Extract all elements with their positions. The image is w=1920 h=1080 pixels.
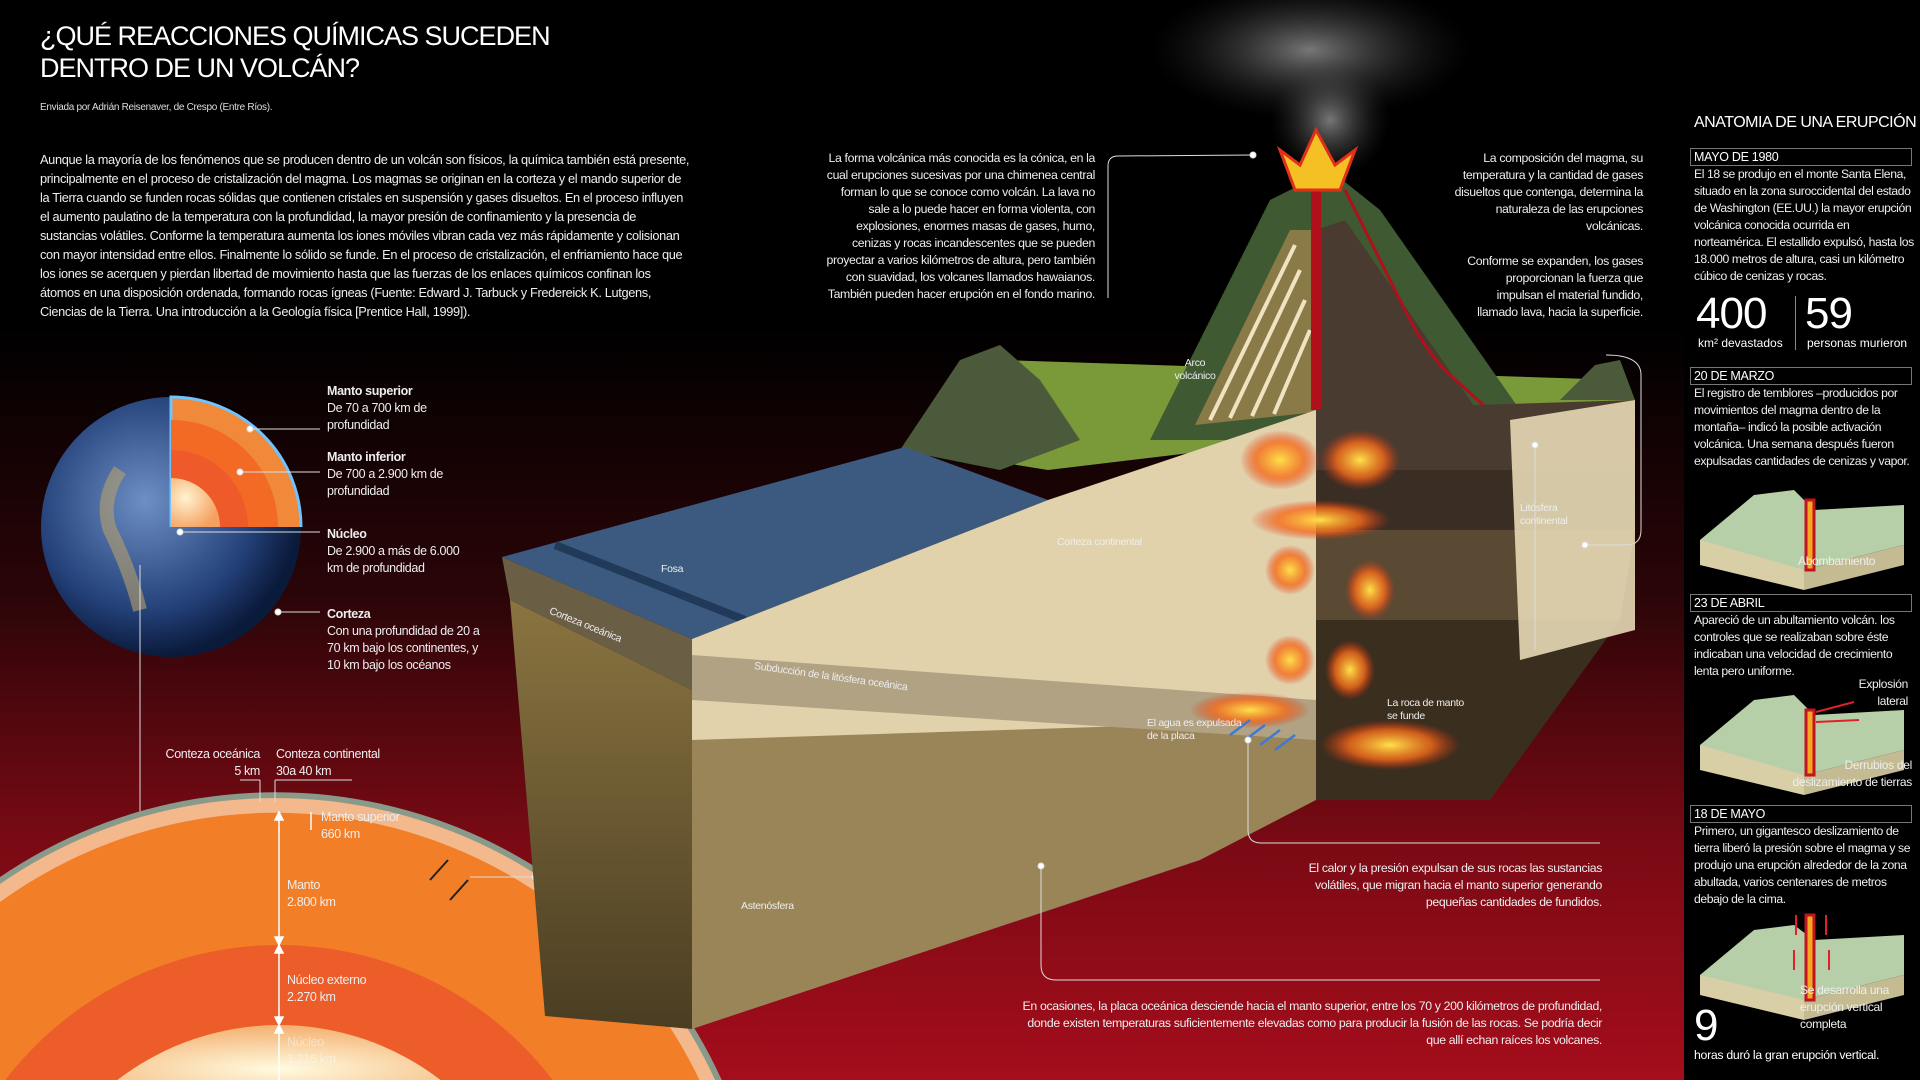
oceanic-crust-face xyxy=(502,557,692,690)
note-composicion: La composición del magma, su temperatura… xyxy=(1454,151,1644,233)
globe-leaders xyxy=(136,425,320,844)
label-astenosfera: Astenósfera xyxy=(741,900,794,912)
caption-abombamiento: Abombamiento xyxy=(1798,554,1876,568)
label-litosfera-continental: Litósfera continental xyxy=(1520,502,1568,527)
title-line-2: DENTRO DE UN VOLCÁN? xyxy=(40,53,360,83)
byline: Enviada por Adrián Reisenaver, de Crespo… xyxy=(40,102,273,113)
event-date-4: 18 DE MAYO xyxy=(1690,805,1912,823)
smoke-plume xyxy=(1270,60,1390,180)
event-date-1: MAYO DE 1980 xyxy=(1690,148,1912,166)
hours-value: 9 xyxy=(1694,1001,1719,1050)
trench xyxy=(553,541,747,624)
label-corteza-continental: Corteza continental xyxy=(1057,536,1142,548)
volcano-strata-lines xyxy=(1208,244,1312,421)
stat-area-value: 400 xyxy=(1696,289,1767,338)
mountain xyxy=(900,345,1080,470)
caption-derrubios: Derrubios del deslizamiento de tierras xyxy=(1792,758,1912,789)
continental-crust-face xyxy=(692,410,1316,740)
asthenosphere-face xyxy=(692,720,1316,1029)
event-text-3: Apareció de un abultamiento volcán. los … xyxy=(1694,613,1895,678)
earth-cross-section xyxy=(0,779,722,1080)
label-roca-funde: La roca de manto se funde xyxy=(1387,697,1464,722)
earth-globe xyxy=(41,395,303,657)
subducting-slab xyxy=(692,655,1316,740)
stage-vertical-eruption-illustration xyxy=(1700,913,1904,1020)
stage-lateral-explosion-illustration xyxy=(1700,695,1904,795)
event-date-3: 23 DE ABRIL xyxy=(1690,594,1912,612)
ocean-surface xyxy=(502,447,1048,639)
side-face xyxy=(1510,400,1635,660)
page-title: ¿QUÉ REACCIONES QUÍMICAS SUCEDEN DENTRO … xyxy=(40,20,551,84)
title-line-1: ¿QUÉ REACCIONES QUÍMICAS SUCEDEN xyxy=(40,21,551,51)
stat-deaths-value: 59 xyxy=(1805,289,1853,338)
note-forma-volcanica: La forma volcánica más conocida es la có… xyxy=(826,151,1095,301)
note-gases: Conforme se expanden, los gases proporci… xyxy=(1467,254,1643,319)
mountain-right xyxy=(1560,360,1635,400)
eruption-flame xyxy=(1276,126,1359,192)
volcano-cut-face xyxy=(1316,220,1490,430)
note-calor: El calor y la presión expulsan de sus ro… xyxy=(1308,861,1603,909)
stat-area-unit: km² devastados xyxy=(1698,336,1783,350)
stat-deaths-unit: personas murieron xyxy=(1807,336,1908,350)
caption-explosion-lateral: Explosión lateral xyxy=(1858,677,1909,708)
event-date-2: 20 DE MARZO xyxy=(1690,367,1912,385)
hours-text: horas duró la gran erupción vertical. xyxy=(1694,1048,1880,1062)
left-face xyxy=(510,600,692,1029)
eruption-stage-illustrations xyxy=(1700,490,1904,1020)
lava-flow xyxy=(1343,189,1507,427)
label-fosa: Fosa xyxy=(661,563,684,575)
event-text-4: Primero, un gigantesco deslizamiento de … xyxy=(1694,824,1911,906)
stage-bulge-illustration xyxy=(1700,490,1904,590)
label-arco-volcanico: Arco volcánico xyxy=(1174,357,1216,382)
caption-erupcion-vertical: Se desarrolla una erupción vertical comp… xyxy=(1800,983,1889,1031)
anatomy-title: ANATOMIA DE UNA ERUPCIÓN xyxy=(1694,114,1917,131)
magma-blobs xyxy=(1190,430,1460,770)
label-agua-expulsada: El agua es expulsada de la placa xyxy=(1147,717,1242,742)
event-text-1: El 18 se produjo en el monte Santa Elena… xyxy=(1694,167,1914,283)
note-ocasiones: En ocasiones, la placa oceánica desciend… xyxy=(1022,999,1603,1047)
intro-paragraph: Aunque la mayoría de los fenómenos que s… xyxy=(40,152,690,319)
subduction-block-diagram xyxy=(502,126,1635,1029)
event-text-2: El registro de temblores –producidos por… xyxy=(1694,386,1910,468)
note-leaders xyxy=(1037,151,1642,981)
smoke-cloud xyxy=(1150,0,1470,120)
stat-divider xyxy=(1795,296,1796,350)
magma-chimney xyxy=(1311,180,1321,410)
